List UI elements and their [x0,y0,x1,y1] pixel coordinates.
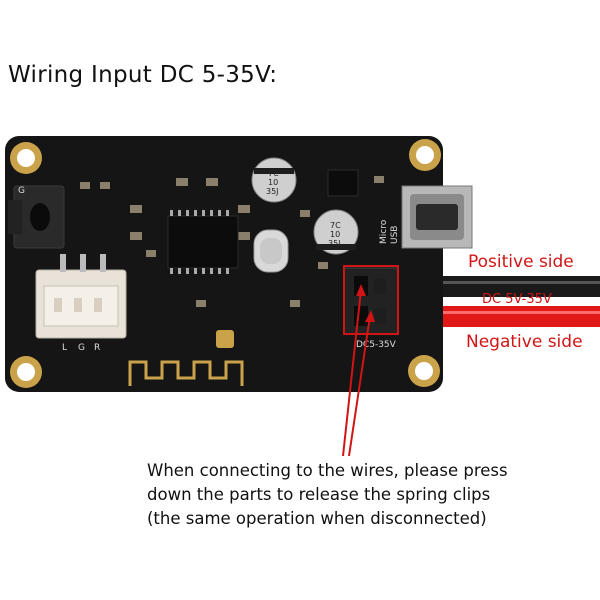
mounting-holes [10,139,441,388]
cap1-line2: 10 [268,178,278,187]
usb-label-usb: USB [390,226,400,244]
arrow-line-2 [348,315,371,457]
black-wire-highlight [395,281,600,284]
smd-components [80,176,384,307]
note-line-2: down the parts to release the spring cli… [147,485,491,504]
hole-inner [415,362,433,380]
arrow-head-2 [365,310,375,322]
note-line-1: When connecting to the wires, please pre… [147,461,508,480]
micro-usb-port [401,185,473,249]
antenna-trace [128,360,244,386]
usb-label-micro: Micro [379,219,389,244]
audio-jack [8,185,65,249]
page-title: Wiring Input DC 5-35V: [8,62,278,88]
crystal-oscillator [253,229,289,273]
hole-inner [17,149,35,167]
cap2-line3: 35J [328,239,341,248]
pin-label-l-bottom: L [62,343,67,353]
arrow-head-1 [356,284,366,296]
annotation-arrows [342,284,375,457]
terminal-label: DC5-35V [356,340,397,350]
terminal-highlight-box [343,265,399,335]
hole-inner [17,363,35,381]
jst-connector [35,254,127,339]
negative-side-label: Negative side [466,332,583,352]
cap2-line2: 10 [330,230,340,239]
cap1-line3: 35J [266,187,279,196]
wiring-note: When connecting to the wires, please pre… [147,459,508,531]
note-line-3: (the same operation when disconnected) [147,509,487,528]
regulator-chip [327,169,359,197]
pin-label-g-left: G [18,186,25,196]
cap1-line1: 7C [268,169,279,178]
voltage-range-label: DC 5V-35V [482,292,552,307]
main-ic [167,210,239,274]
capacitor-1 [251,157,297,203]
cap2-line1: 7C [330,221,341,230]
pin-label-r-bottom: R [94,343,100,353]
capacitor-2 [313,209,359,255]
antenna-connector [216,330,234,348]
pin-label-g-bottom: G [78,343,85,353]
red-wire-highlight [395,311,600,314]
terminal-block [343,267,399,335]
hole-inner [416,146,434,164]
positive-side-label: Positive side [468,252,574,272]
arrow-line-1 [342,289,362,457]
